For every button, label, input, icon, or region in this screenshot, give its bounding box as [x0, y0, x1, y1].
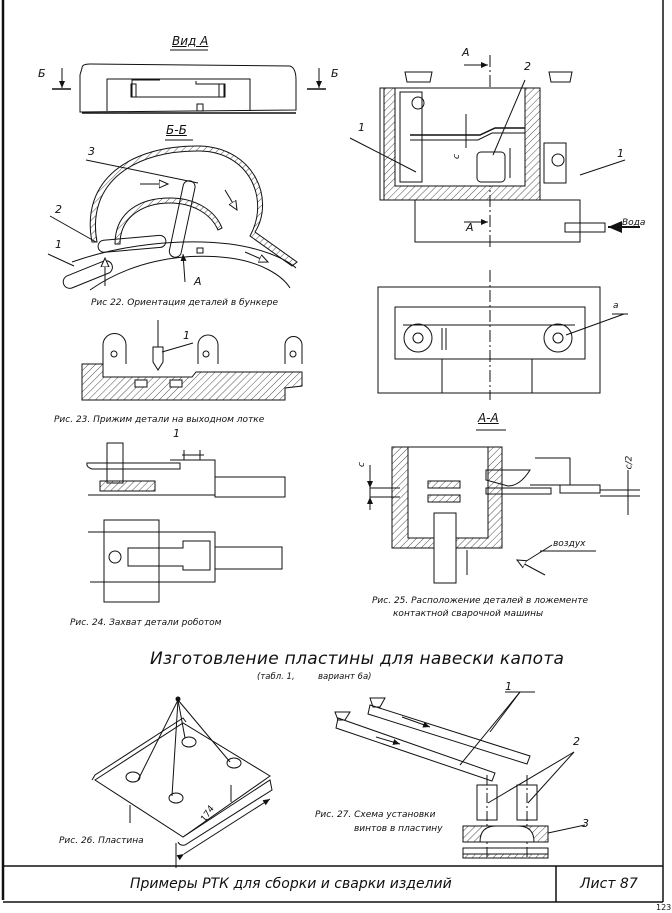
section-heading-subtitle-left: (табл. 1,	[257, 672, 295, 682]
fig25-callout-1-left: 1	[358, 121, 365, 134]
fig25-dimension-c: c	[451, 154, 462, 159]
fig22-view-a	[52, 49, 326, 141]
fig25-caption-line1: Рис. 25. Расположение деталей в ложемент…	[372, 596, 589, 606]
title-block-text: Примеры РТК для сборки и сварки изделий	[130, 876, 452, 892]
section-heading-title: Изготовление пластины для навески капота	[150, 649, 565, 669]
corner-mark: 123	[656, 903, 672, 912]
fig22-caption: Рис 22. Ориентация деталей в бункере	[91, 298, 279, 308]
fig25-callout-1-right: 1	[617, 147, 624, 160]
fig22-view-arrow-label: А	[194, 275, 202, 288]
fig22-view-title: Вид А	[172, 34, 209, 48]
sheet-frame	[1, 0, 664, 903]
fig27-callout-2: 2	[573, 735, 580, 748]
fig27-callout-3: 3	[582, 817, 589, 830]
fig22-section-mark-left: Б	[38, 67, 46, 80]
fig25-section-mark-bottom: А	[466, 221, 474, 234]
fig23-callout-1: 1	[183, 329, 190, 342]
fig26-plate	[91, 696, 273, 868]
fig25-dimension-c-left: c	[356, 462, 367, 467]
fig22-callout-2: 2	[55, 203, 62, 216]
fig24-robot-gripper	[86, 442, 286, 603]
fig25-dimension-c-half: c/2	[624, 455, 635, 470]
fig24-caption: Рис. 24. Захват детали роботом	[70, 618, 222, 628]
fig25-electrode-holder	[349, 55, 640, 250]
fig25-callout-2: 2	[524, 60, 531, 73]
fig25-caption-line2: контактной сварочной машины	[393, 609, 544, 619]
fig25-section-title: А-А	[478, 411, 499, 425]
fig25-section-mark-top: А	[462, 46, 470, 59]
fig22-bunker-section	[47, 145, 298, 291]
fig23-caption: Рис. 23. Прижим детали на выходном лотке	[54, 415, 265, 425]
fig27-callout-1: 1	[505, 680, 512, 693]
fig24-callout-1: 1	[173, 427, 180, 440]
fig22-callout-3: 3	[88, 145, 95, 158]
fig25-water-label: Вода	[622, 218, 646, 228]
fig25-section-aa	[367, 429, 640, 584]
fig25-plan-view	[377, 270, 628, 400]
fig22-callout-1: 1	[55, 238, 62, 251]
fig22-section-mark-right: Б	[331, 67, 339, 80]
section-heading-subtitle-right: вариант 6а)	[318, 672, 372, 682]
fig25-air-label: воздух	[553, 539, 586, 549]
fig26-caption: Рис. 26. Пластина	[59, 836, 144, 846]
fig27-screw-install	[334, 691, 586, 860]
fig27-caption-line1: Рис. 27. Схема установки	[315, 810, 436, 820]
fig23-clamp	[81, 320, 303, 401]
fig22-section-title: Б-Б	[166, 123, 187, 137]
fig25-detail-label: a	[613, 301, 619, 311]
sheet-number: Лист 87	[580, 876, 638, 892]
fig27-caption-line2: винтов в пластину	[354, 824, 443, 834]
